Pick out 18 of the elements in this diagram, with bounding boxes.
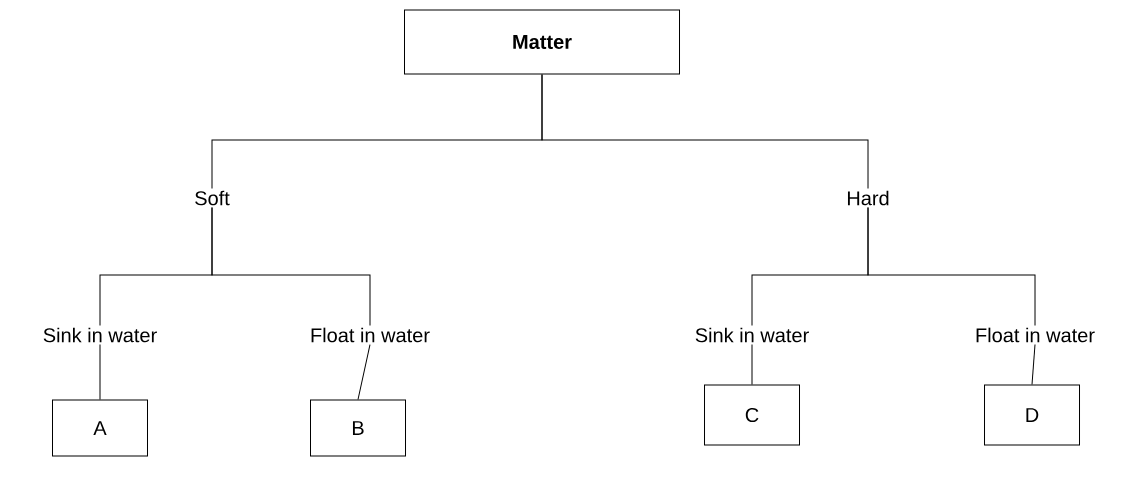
category-box: Matter — [404, 9, 680, 75]
category-label: Sink in water — [40, 325, 160, 345]
category-box: D — [984, 384, 1080, 446]
category-label: Float in water — [973, 325, 1098, 345]
connector-line — [1031, 344, 1036, 385]
category-box: B — [310, 399, 406, 457]
connector-line — [751, 344, 753, 385]
category-box: A — [52, 399, 148, 457]
category-label: Float in water — [308, 325, 433, 345]
connector-line — [541, 74, 869, 189]
connector-line — [99, 344, 101, 400]
connector-line — [211, 207, 371, 326]
category-label: Sink in water — [692, 325, 812, 345]
connector-line — [357, 344, 371, 400]
category-label: Hard — [844, 188, 892, 208]
category-box: C — [704, 384, 800, 446]
connector-line — [867, 207, 1036, 326]
category-label: Soft — [192, 188, 232, 208]
